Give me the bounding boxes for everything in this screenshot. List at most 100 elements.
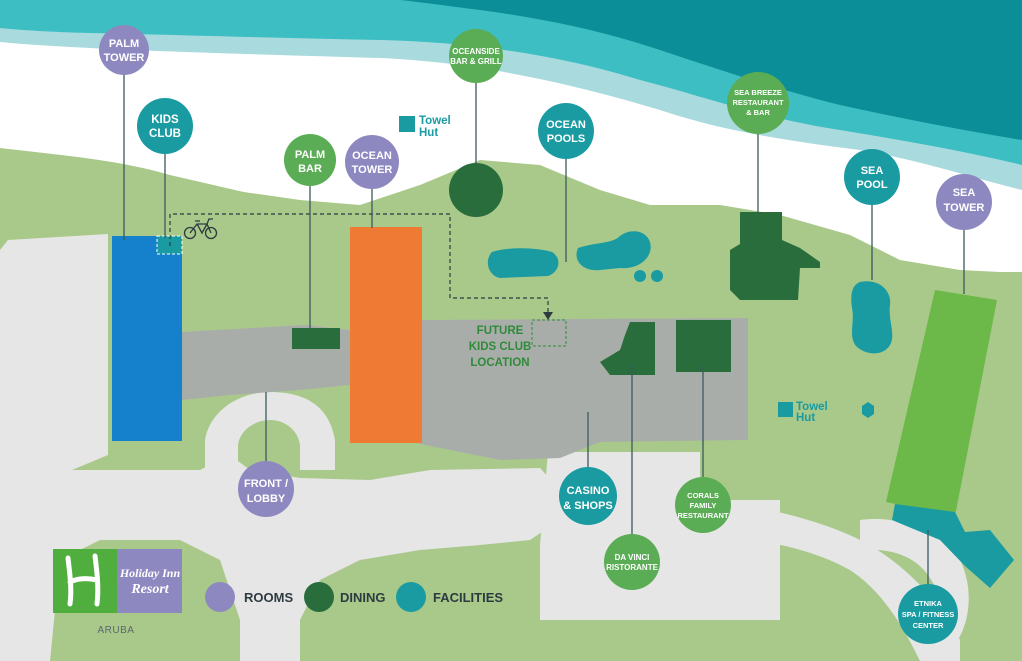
etnika-building <box>892 504 1014 588</box>
svg-text:OCEANSIDE: OCEANSIDE <box>452 47 500 56</box>
svg-text:Towel: Towel <box>419 115 451 127</box>
svg-text:CLUB: CLUB <box>149 128 181 140</box>
marker-kids-club[interactable]: KIDS CLUB <box>137 98 193 154</box>
svg-text:Holiday Inn: Holiday Inn <box>119 566 181 580</box>
svg-text:SPA / FITNESS: SPA / FITNESS <box>902 610 955 619</box>
marker-palm-tower[interactable]: PALM TOWER <box>99 25 149 75</box>
corals-building <box>676 320 731 372</box>
main-building-center <box>420 318 748 460</box>
svg-text:& BAR: & BAR <box>746 108 770 117</box>
marker-corals-family[interactable]: CORALS FAMILY RESTAURANT <box>675 477 731 533</box>
sea-tower-building <box>886 290 997 516</box>
svg-text:SEA: SEA <box>861 165 884 177</box>
palm-bar-building <box>292 328 340 349</box>
sea-breeze-building <box>730 212 820 300</box>
towel-hut-icon <box>399 116 415 132</box>
kids-club-outline <box>156 235 183 255</box>
svg-text:KIDS: KIDS <box>151 114 179 126</box>
main-road <box>40 455 560 661</box>
svg-text:PALM: PALM <box>295 149 325 161</box>
svg-text:LOCATION: LOCATION <box>470 357 529 369</box>
svg-text:POOL: POOL <box>856 179 887 191</box>
svg-text:ROOMS: ROOMS <box>244 590 293 605</box>
svg-text:FUTURE: FUTURE <box>477 325 524 337</box>
ocean-pool-dot-2 <box>651 270 663 282</box>
svg-text:OCEAN: OCEAN <box>352 150 392 162</box>
future-kids-club-label: FUTURE KIDS CLUB LOCATION <box>469 325 532 369</box>
svg-text:RESTAURANT: RESTAURANT <box>732 98 784 107</box>
marker-oceanside-bar-grill[interactable]: OCEANSIDE BAR & GRILL <box>449 29 503 83</box>
svg-text:Resort: Resort <box>130 582 169 597</box>
leader-lines <box>123 74 965 584</box>
marker-ocean-tower[interactable]: OCEAN TOWER <box>345 135 399 189</box>
towel-hut-east[interactable]: Towel Hut <box>778 401 828 424</box>
marker-sea-tower[interactable]: SEA TOWER <box>936 174 992 230</box>
svg-text:TOWER: TOWER <box>352 164 393 176</box>
svg-text:RESTAURANT: RESTAURANT <box>677 511 729 520</box>
svg-text:BAR: BAR <box>298 163 322 175</box>
facility-buildings <box>157 231 1014 588</box>
ocean-pool-right <box>576 231 651 271</box>
svg-text:Hut: Hut <box>796 412 815 424</box>
ocean-pool-left <box>487 248 559 278</box>
marker-ocean-pools[interactable]: OCEAN POOLS <box>538 103 594 159</box>
kids-club-move-path <box>156 213 567 347</box>
svg-text:TOWER: TOWER <box>104 52 145 64</box>
svg-text:KIDS CLUB: KIDS CLUB <box>469 341 532 353</box>
svg-text:SEA: SEA <box>953 187 976 199</box>
towel-hut-north[interactable]: Towel Hut <box>399 115 451 139</box>
svg-text:ETNIKA: ETNIKA <box>914 599 943 608</box>
bicycle-icon <box>183 218 218 240</box>
marker-da-vinci[interactable]: DA VINCI RISTORANTE <box>604 534 660 590</box>
svg-text:CENTER: CENTER <box>913 621 944 630</box>
svg-text:PALM: PALM <box>109 38 139 50</box>
svg-text:Hut: Hut <box>419 127 438 139</box>
svg-text:DA VINCI: DA VINCI <box>615 553 650 562</box>
legend: ROOMS DINING FACILITIES <box>205 582 503 612</box>
svg-text:DINING: DINING <box>340 590 386 605</box>
lobby-loop <box>205 392 335 470</box>
marker-front-lobby[interactable]: FRONT / LOBBY <box>238 461 294 517</box>
svg-text:FRONT /: FRONT / <box>244 478 288 490</box>
svg-text:LOBBY: LOBBY <box>247 493 286 505</box>
buildings <box>182 318 748 460</box>
legend-facilities: FACILITIES <box>396 582 503 612</box>
svg-text:Towel: Towel <box>796 401 828 413</box>
oceanside-bar-building <box>449 163 503 217</box>
svg-text:FACILITIES: FACILITIES <box>433 590 503 605</box>
holiday-inn-resort-logo: Holiday Inn Resort ARUBA <box>53 549 182 636</box>
ocean-tower-building <box>350 227 422 443</box>
svg-text:RISTORANTE: RISTORANTE <box>606 563 659 572</box>
svg-text:FAMILY: FAMILY <box>690 501 717 510</box>
east-road <box>700 500 960 661</box>
future-kids-club-outline <box>531 319 567 347</box>
legend-dining: DINING <box>304 582 386 612</box>
ocean-pool-dot-1 <box>634 270 646 282</box>
svg-text:SEA BREEZE: SEA BREEZE <box>734 88 782 97</box>
marker-etnika-spa[interactable]: ETNIKA SPA / FITNESS CENTER <box>898 584 958 644</box>
svg-text:& SHOPS: & SHOPS <box>563 500 613 512</box>
arrow-down-icon <box>543 312 553 320</box>
palm-tower-building <box>112 236 182 441</box>
towel-hut-icon <box>778 402 793 417</box>
da-vinci-building <box>600 322 655 375</box>
svg-text:CASINO: CASINO <box>567 485 610 497</box>
grass-upper <box>0 148 300 205</box>
logo-brand-panel <box>117 549 182 613</box>
west-road <box>0 234 108 661</box>
dining-buildings <box>292 163 820 375</box>
logo-location: ARUBA <box>98 625 135 636</box>
legend-rooms-swatch <box>205 582 235 612</box>
marker-casino-shops[interactable]: CASINO & SHOPS <box>559 467 617 525</box>
marker-palm-bar[interactable]: PALM BAR <box>284 134 336 186</box>
legend-facilities-swatch <box>396 582 426 612</box>
marker-sea-breeze[interactable]: SEA BREEZE RESTAURANT & BAR <box>727 72 789 134</box>
legend-rooms: ROOMS <box>205 582 293 612</box>
small-hexagon <box>862 402 874 418</box>
svg-text:BAR & GRILL: BAR & GRILL <box>450 57 502 66</box>
svg-text:CORALS: CORALS <box>687 491 719 500</box>
marker-sea-pool[interactable]: SEA POOL <box>844 149 900 205</box>
svg-text:OCEAN: OCEAN <box>546 119 586 131</box>
sea-deep-band <box>0 0 1022 140</box>
